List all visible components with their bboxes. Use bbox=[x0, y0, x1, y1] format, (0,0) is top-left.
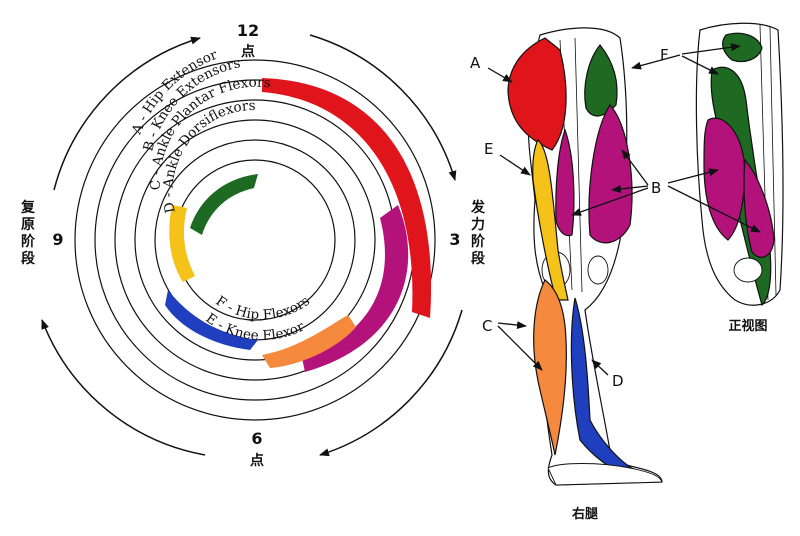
arc-plantar-flexors bbox=[262, 315, 356, 368]
arrow-top-right bbox=[309, 34, 457, 181]
clock-6-char: 点 bbox=[250, 452, 264, 469]
pointer-e bbox=[499, 154, 531, 176]
arrow-bottom-left bbox=[41, 319, 206, 456]
clock-12: 12 bbox=[237, 21, 259, 40]
ring-a bbox=[74, 59, 436, 421]
letter-b: B bbox=[651, 179, 661, 197]
recovery-char-2: 原 bbox=[21, 217, 35, 233]
muscle-f-hip-flexor bbox=[584, 44, 618, 117]
recovery-char-4: 段 bbox=[21, 250, 35, 267]
power-char-3: 阶 bbox=[471, 233, 486, 250]
letter-labels: A B C D E F bbox=[470, 46, 669, 390]
pointer-b-2 bbox=[611, 185, 649, 193]
pointer-c-2 bbox=[497, 325, 543, 371]
power-char-4: 段 bbox=[471, 250, 485, 267]
arc-hip-flexors bbox=[190, 174, 258, 235]
muscle-f-front-top bbox=[722, 32, 763, 63]
recovery-char-1: 复 bbox=[20, 199, 36, 216]
pointer-f-1 bbox=[631, 54, 681, 70]
leg-foot bbox=[547, 463, 663, 486]
rotation-arrows bbox=[41, 34, 463, 457]
clock-6: 6 bbox=[251, 429, 262, 448]
clock-9: 9 bbox=[52, 230, 63, 249]
arc-knee-flexor bbox=[169, 205, 195, 282]
arrow-top-left bbox=[53, 36, 201, 191]
pointer-d bbox=[591, 359, 609, 376]
letter-c: C bbox=[482, 317, 492, 335]
thigh-front-view bbox=[695, 22, 784, 307]
concentric-rings bbox=[74, 59, 436, 421]
pointer-f-2 bbox=[681, 43, 741, 55]
muscle-c-calf bbox=[533, 279, 567, 456]
pointer-b-5 bbox=[667, 185, 761, 233]
pointer-b-3 bbox=[571, 187, 649, 216]
ring-d bbox=[134, 119, 376, 361]
muscle-a-hip-extensor bbox=[507, 37, 567, 151]
arc-hip-extensor bbox=[262, 78, 432, 318]
muscle-b-quad-front bbox=[588, 104, 633, 244]
pointer-a bbox=[487, 67, 513, 83]
pointer-b-4 bbox=[667, 168, 719, 184]
clock-3: 3 bbox=[449, 230, 460, 249]
clock-12-char: 点 bbox=[241, 43, 255, 60]
pointer-b-1 bbox=[621, 149, 649, 186]
ring-label-f: F - Hip Flexors bbox=[213, 293, 313, 323]
letter-d: D bbox=[612, 372, 624, 390]
caption-front-view: 正视图 bbox=[728, 318, 767, 334]
leg-side-view bbox=[507, 27, 663, 486]
power-char-1: 发 bbox=[470, 199, 486, 216]
caption-right-leg: 右腿 bbox=[571, 506, 598, 522]
phase-recovery: 复 原 阶 段 bbox=[20, 199, 36, 267]
power-char-2: 力 bbox=[471, 216, 485, 233]
arc-dorsiflexors bbox=[165, 290, 258, 350]
letter-a: A bbox=[470, 54, 481, 72]
pointer-c-1 bbox=[497, 321, 527, 330]
pointer-f-3 bbox=[681, 55, 719, 75]
clock-labels: 12 点 6 点 9 3 bbox=[52, 21, 460, 469]
pointer-lines bbox=[487, 43, 761, 376]
muscle-b-front-2 bbox=[743, 158, 775, 258]
muscle-b-quad-side bbox=[555, 128, 575, 237]
kneecap bbox=[733, 257, 763, 283]
letter-f: F bbox=[660, 46, 669, 64]
recovery-char-3: 阶 bbox=[21, 233, 36, 250]
activity-arcs bbox=[165, 78, 432, 372]
arrow-bottom-right bbox=[319, 309, 463, 457]
phase-power: 发 力 阶 段 bbox=[470, 199, 486, 267]
letter-e: E bbox=[484, 140, 493, 158]
